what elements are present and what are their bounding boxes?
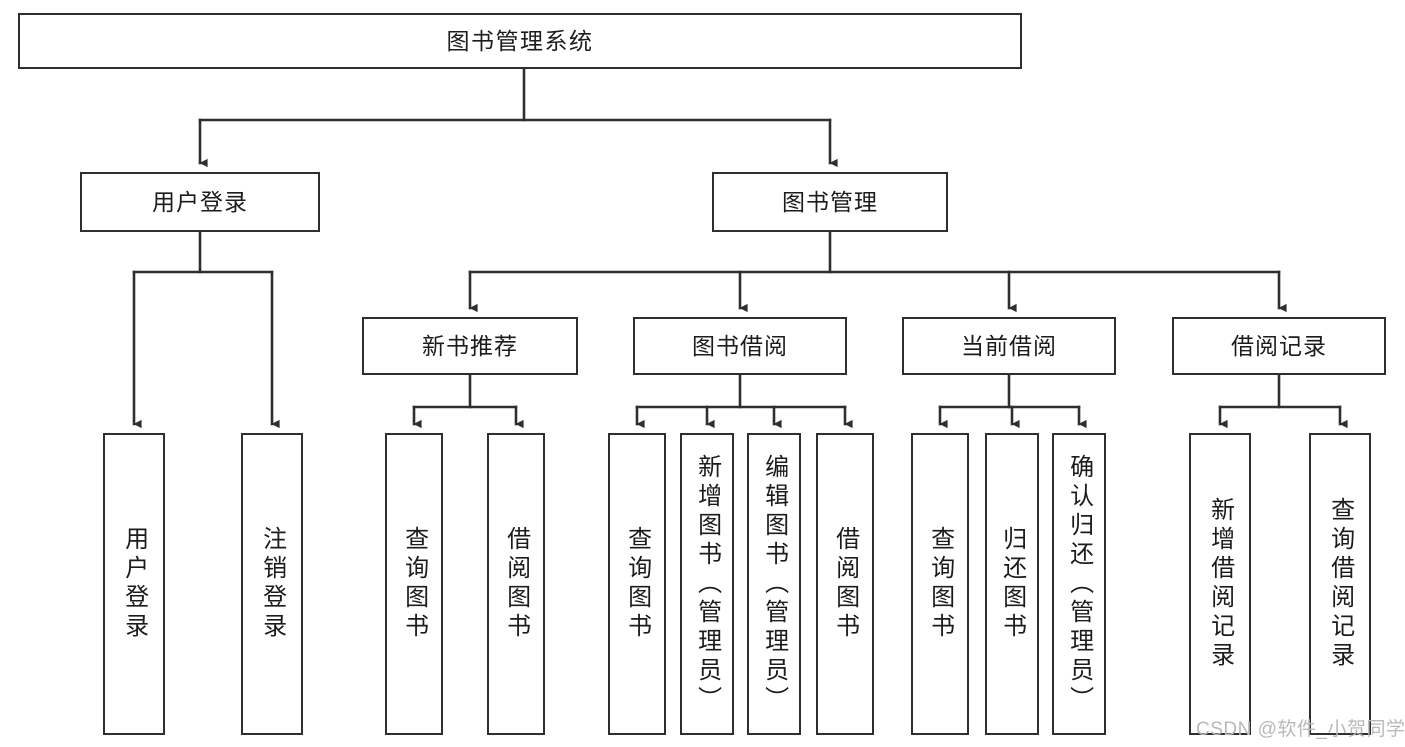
leaf-query-book-current[interactable]: 查询图书 [911,433,969,735]
node-label: 借阅图书 [502,526,530,642]
leaf-lend-book[interactable]: 借阅图书 [816,433,874,735]
node-label: 借阅记录 [1231,332,1327,359]
leaf-user-login[interactable]: 用户登录 [103,433,165,735]
leaf-add-book-admin[interactable]: 新增图书（管理员） [680,433,734,735]
node-label: 新增借阅记录 [1206,497,1234,671]
node-root-system[interactable]: 图书管理系统 [18,13,1022,69]
csdn-watermark: CSDN @软件_小贺同学 [1196,719,1405,740]
leaf-query-book-borrow[interactable]: 查询图书 [608,433,666,735]
leaf-borrow-book-recommend[interactable]: 借阅图书 [487,433,545,735]
node-label: 用户登录 [152,188,248,215]
leaf-query-borrow-record[interactable]: 查询借阅记录 [1309,433,1371,735]
node-user-login[interactable]: 用户登录 [80,172,320,232]
leaf-query-book-recommend[interactable]: 查询图书 [385,433,443,735]
node-label: 归还图书 [998,526,1026,642]
node-new-book-recommend[interactable]: 新书推荐 [362,317,578,375]
node-label: 查询借阅记录 [1326,497,1354,671]
node-label: 查询图书 [400,526,428,642]
node-current-borrow[interactable]: 当前借阅 [902,317,1116,375]
node-label: 查询图书 [926,526,954,642]
node-label: 查询图书 [623,526,651,642]
leaf-logout[interactable]: 注销登录 [241,433,303,735]
leaf-return-book[interactable]: 归还图书 [985,433,1039,735]
node-label: 注销登录 [258,526,286,642]
node-label: 借阅图书 [831,526,859,642]
node-label: 图书借阅 [692,332,788,359]
node-book-management[interactable]: 图书管理 [712,172,948,232]
node-label: 确认归还（管理员） [1065,453,1093,715]
node-label: 图书管理 [782,188,878,215]
node-label: 图书管理系统 [446,27,594,54]
node-label: 新增图书（管理员） [693,453,721,715]
node-borrow-records[interactable]: 借阅记录 [1172,317,1386,375]
node-label: 用户登录 [120,526,148,642]
node-label: 当前借阅 [961,332,1057,359]
node-label: 编辑图书（管理员） [760,453,788,715]
leaf-edit-book-admin[interactable]: 编辑图书（管理员） [747,433,801,735]
leaf-add-borrow-record[interactable]: 新增借阅记录 [1189,433,1251,735]
node-label: 新书推荐 [422,332,518,359]
leaf-confirm-return-admin[interactable]: 确认归还（管理员） [1052,433,1106,735]
node-book-borrow[interactable]: 图书借阅 [633,317,847,375]
